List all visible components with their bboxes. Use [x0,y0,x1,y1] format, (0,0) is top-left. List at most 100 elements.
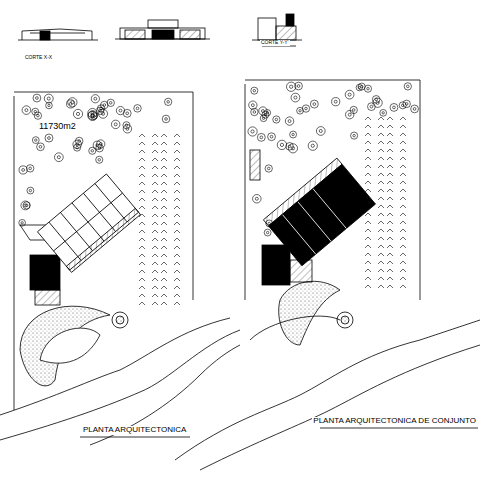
parking-stall [378,197,384,200]
parking-stall [139,230,145,233]
parking-stall [139,238,145,241]
tree-symbol [21,222,23,224]
tree-symbol [37,114,40,117]
parking-stall [387,229,393,232]
tree-symbol [32,137,39,144]
tree-symbol [57,156,60,159]
tree-symbol [54,153,63,162]
parking-stall [365,253,371,256]
tree-symbol [313,103,316,106]
parking-stall [152,286,158,289]
parking-stall [365,269,371,272]
parking-stall [139,150,145,153]
parking-stall [152,190,158,193]
parking-stall [378,245,384,248]
tree-symbol [257,133,265,141]
parking-stall [400,229,406,232]
parking-stall [387,141,393,144]
parking-stall [365,205,371,208]
parking-stall [365,221,371,224]
parking-stall [400,165,406,168]
tree-symbol [292,133,294,135]
tree-symbol [297,107,304,114]
parking-stall [161,182,167,185]
tree-symbol [126,127,129,130]
parking-stall [174,254,180,257]
tree-symbol [19,219,26,226]
tree-symbol [35,139,37,141]
parking-stall [174,246,180,249]
tree-symbol [109,102,112,105]
parking-stall [139,142,145,145]
tree-symbol [33,94,41,102]
tree-symbol [19,166,27,174]
tree-symbol [39,145,42,148]
tree-symbol [253,89,255,91]
parking-stall [387,173,393,176]
parking-stall [174,230,180,233]
tree-symbol [91,150,93,152]
tree-symbol [332,98,340,106]
tree-symbol [294,96,297,99]
tree-symbol [23,202,30,209]
parking-stall [139,190,145,193]
parking-stall [139,206,145,209]
parking-stall [400,149,406,152]
parking-stall [378,189,384,192]
tree-symbol [24,204,27,207]
tree-symbol [76,112,79,115]
tree-symbol [260,136,263,139]
tree-symbol [21,201,30,210]
tree-symbol [251,87,258,94]
tree-symbol [268,133,276,141]
parking-stall [174,214,180,217]
parking-stall [152,198,158,201]
tree-symbol [382,112,384,114]
parking-stall [387,205,393,208]
parking-stall [139,278,145,281]
parking-stall [387,253,393,256]
parking-stall [139,158,145,161]
right-site [175,80,480,470]
parking-stall [387,221,393,224]
parking-stall [365,173,371,176]
parking-stall [378,125,384,128]
tree-symbol [407,85,410,88]
parking-stall [161,214,167,217]
tree-symbol [22,169,25,172]
tree-symbol [280,143,283,146]
parking-stall [365,213,371,216]
tree-symbol [305,107,308,110]
tree-symbol [29,189,31,191]
tree-symbol [264,110,270,116]
parking-stall [365,189,371,192]
parking-stall [400,221,406,224]
tree-symbol [260,115,267,122]
tree-symbol [277,140,286,149]
parking-stall [161,294,167,297]
tree-symbol [167,101,170,104]
tree-symbol [25,109,28,112]
parking-stall [365,181,371,184]
parking-stall [161,302,167,305]
elevation-x [18,29,98,40]
parking-stall [174,198,180,201]
parking-stall [152,294,158,297]
tree-symbol [101,101,109,109]
tree-symbol [286,82,295,91]
tree-symbol [368,103,376,111]
parking-stall [174,238,180,241]
parking-stall [161,246,167,249]
tree-symbol [162,115,170,123]
parking-stall [139,302,145,305]
tree-symbol [99,143,102,146]
tree-symbol [116,106,124,114]
parking-stall [161,158,167,161]
tree-symbol [114,123,117,126]
parking-stall [161,262,167,265]
parking-stall [400,205,406,208]
tree-symbol [48,137,51,140]
parking-stall [365,245,371,248]
parking-stall [387,117,393,120]
tree-symbol [267,167,270,170]
